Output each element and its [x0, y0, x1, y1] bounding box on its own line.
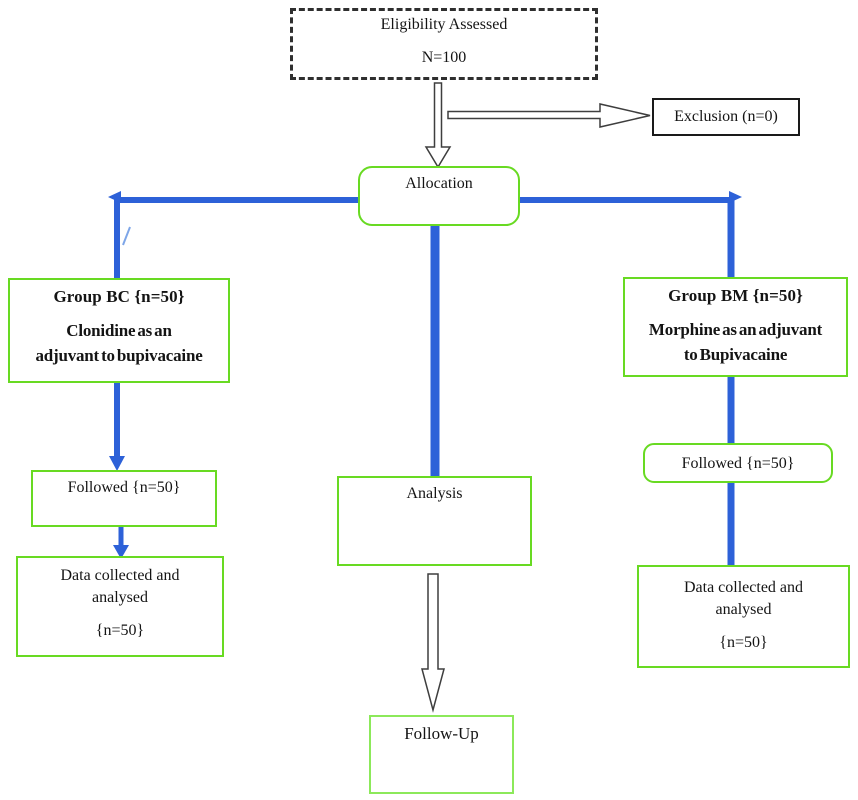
group-bc-sub1: Clonidine as an [66, 321, 172, 340]
arrowhead-to-data-left [113, 545, 129, 559]
exclusion-box: Exclusion (n=0) [652, 98, 800, 136]
followup-label: Follow-Up [404, 724, 479, 743]
data-right-count: {n=50} [719, 633, 768, 651]
allocation-box: Allocation [358, 166, 520, 226]
arrow-analysis-to-followup [421, 573, 445, 713]
data-right-box: Data collected and analysed {n=50} [637, 565, 850, 668]
eligibility-line1: Eligibility Assessed [380, 16, 508, 33]
analysis-label: Analysis [406, 485, 463, 502]
group-bm-box: Group BM {n=50} Morphine as an adjuvant … [623, 277, 848, 377]
data-right-line2: analysed [715, 601, 772, 619]
followed-left-box: Followed {n=50} [31, 470, 217, 527]
data-left-line2: analysed [92, 589, 148, 607]
allocation-label: Allocation [405, 175, 473, 192]
data-left-line1: Data collected and [60, 567, 180, 584]
analysis-box: Analysis [337, 476, 532, 566]
arrowhead-right-corner [729, 191, 742, 203]
arrow-to-exclusion [447, 103, 651, 128]
arrowhead-left-corner [108, 191, 121, 203]
followed-left-label: Followed {n=50} [67, 479, 181, 496]
group-bm-title: Group BM {n=50} [668, 286, 803, 305]
followup-box: Follow-Up [369, 715, 514, 794]
exclusion-label: Exclusion (n=0) [674, 108, 778, 125]
eligibility-box: Eligibility Assessed N=100 [290, 8, 598, 80]
data-left-count: {n=50} [95, 621, 145, 639]
followed-right-box: Followed {n=50} [643, 443, 833, 483]
group-bc-box: Group BC {n=50} Clonidine as an adjuvant… [8, 278, 230, 383]
data-left-box: Data collected and analysed {n=50} [16, 556, 224, 657]
stray-slash-mark [122, 226, 131, 246]
group-bm-sub2: to Bupivacaine [683, 344, 788, 364]
arrow-eligibility-to-allocation [424, 82, 452, 169]
group-bc-title: Group BC {n=50} [53, 287, 185, 306]
eligibility-count: N=100 [421, 49, 467, 66]
followed-right-label: Followed {n=50} [681, 455, 795, 472]
group-bc-sub2: adjuvant to bupivacaine [35, 345, 203, 365]
arrowhead-to-followed-left [109, 456, 125, 471]
group-bm-sub1: Morphine as an adjuvant [648, 320, 823, 339]
data-right-line1: Data collected and [683, 579, 804, 596]
